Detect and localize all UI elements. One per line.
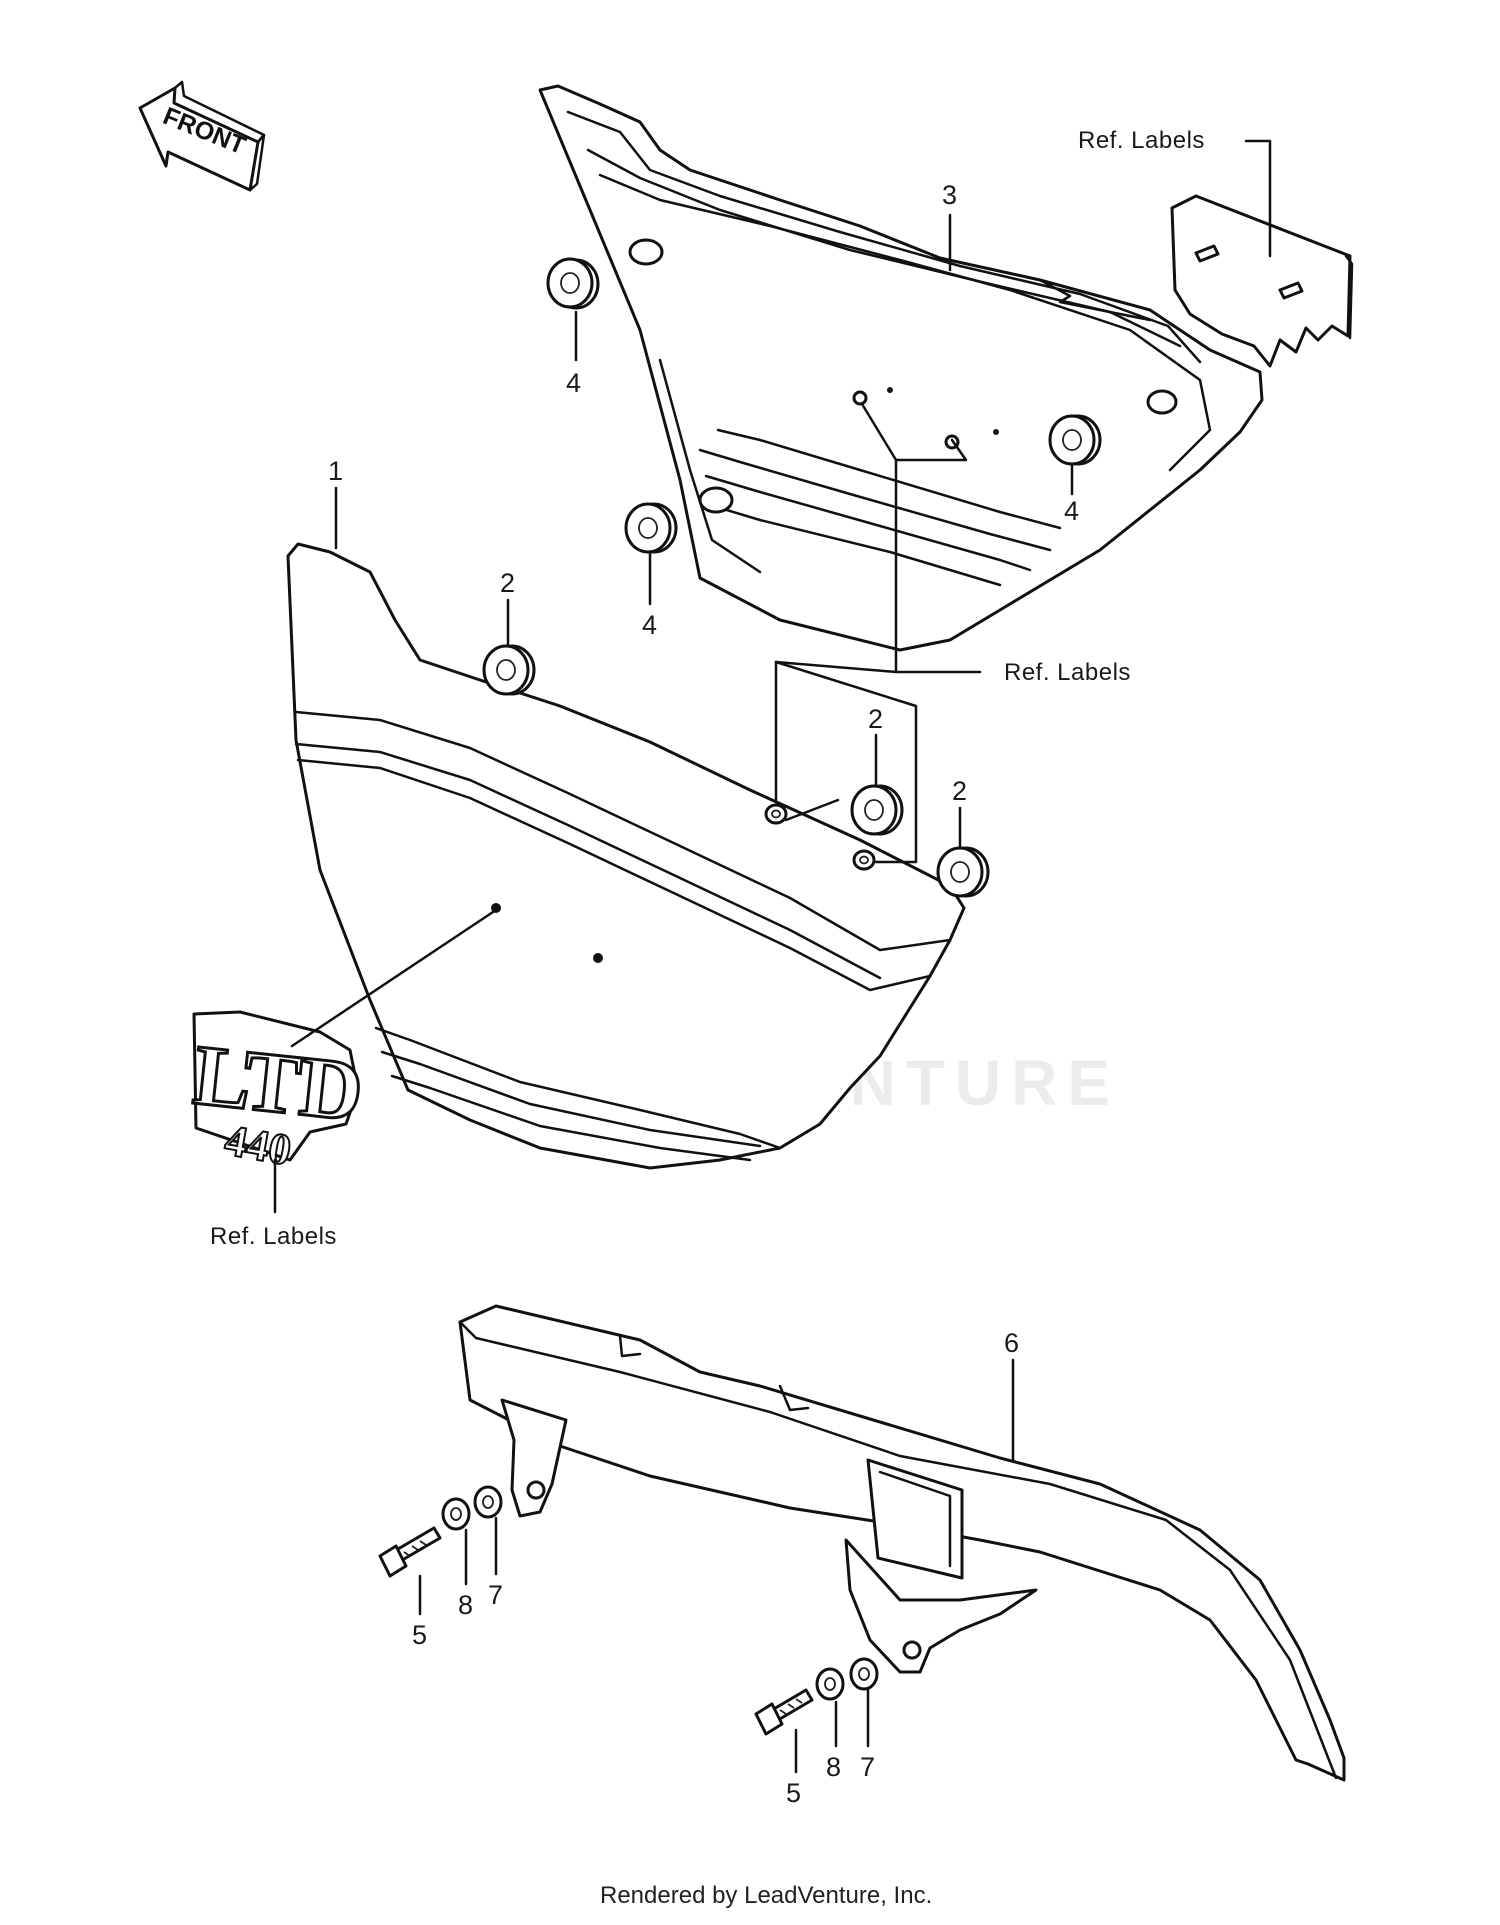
grommet-2a[interactable]: [482, 644, 536, 696]
grommet-4a[interactable]: [546, 257, 600, 310]
washer-8b[interactable]: [815, 1667, 845, 1701]
label-nut-b: [852, 849, 876, 871]
callout-3: 3: [942, 180, 957, 210]
footer-credit: Rendered by LeadVenture, Inc.: [600, 1882, 932, 1909]
ref-labels-lower-left: Ref. Labels: [210, 1223, 337, 1250]
callout-4c: 4: [642, 610, 657, 640]
grommet-2c[interactable]: [936, 846, 990, 898]
ltd-440-emblem[interactable]: LTD 440: [188, 1010, 369, 1176]
callout-5a: 5: [412, 1620, 427, 1650]
front-arrow-icon: FRONT: [138, 80, 266, 192]
callout-4b: 4: [1064, 496, 1079, 526]
leader-lines: [273, 139, 1272, 1774]
chain-guard[interactable]: [458, 1304, 1346, 1782]
callout-7a: 7: [488, 1580, 503, 1610]
side-cover-left[interactable]: [286, 542, 966, 1170]
callout-8a: 8: [458, 1590, 473, 1620]
bolt-5b[interactable]: [754, 1688, 814, 1736]
washer-7b[interactable]: [849, 1657, 879, 1691]
callout-4a: 4: [566, 368, 581, 398]
emblem-ltd-text: LTD: [189, 1026, 367, 1139]
side-cover-right[interactable]: [538, 84, 1264, 652]
callout-5b: 5: [786, 1778, 801, 1808]
bolt-5a[interactable]: [378, 1526, 442, 1578]
callout-2a: 2: [500, 568, 515, 598]
callout-1: 1: [328, 456, 343, 486]
callout-2b: 2: [868, 704, 883, 734]
grommet-4c[interactable]: [624, 502, 678, 554]
washer-7a[interactable]: [473, 1485, 503, 1519]
callout-2c: 2: [952, 776, 967, 806]
callout-8b: 8: [826, 1752, 841, 1782]
ref-labels-top-right: Ref. Labels: [1078, 127, 1205, 154]
ref-labels-middle: Ref. Labels: [1004, 659, 1131, 686]
callout-7b: 7: [860, 1752, 875, 1782]
callout-6: 6: [1004, 1328, 1019, 1358]
label-nut-a: [764, 803, 788, 825]
emblem-440-text: 440: [221, 1115, 295, 1175]
label-plate: [1170, 194, 1354, 368]
grommet-4b[interactable]: [1048, 414, 1102, 466]
washer-8a[interactable]: [441, 1497, 471, 1531]
grommet-2b[interactable]: [850, 784, 904, 836]
